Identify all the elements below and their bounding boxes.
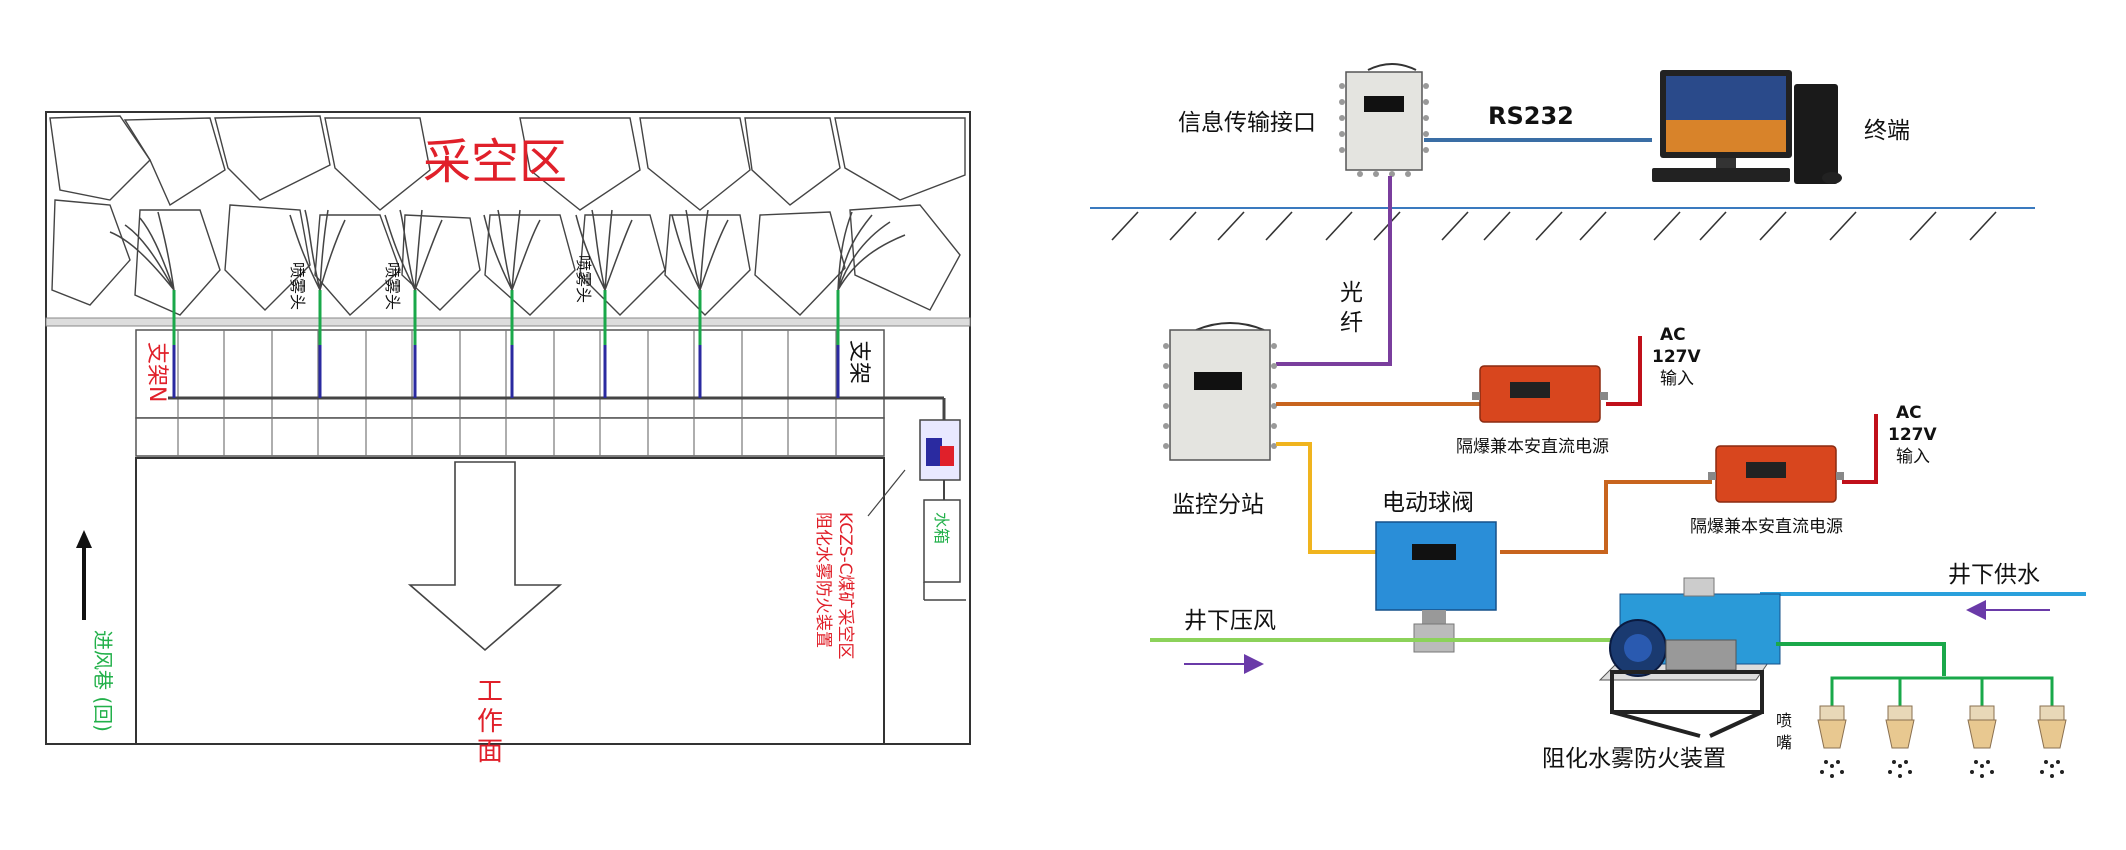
fiber-line: [1276, 176, 1392, 366]
support-base: [135, 417, 885, 457]
monitor-station-label: 监控分站: [1172, 492, 1264, 518]
ground-hatch: [1111, 211, 1997, 241]
spray-nozzle-5: [575, 209, 633, 398]
nozzles: [1817, 705, 2067, 778]
air-label: 井下压风: [1184, 608, 1276, 634]
ac-input-1-line1: AC: [1660, 325, 1686, 345]
device-label-line1: KCZS-C煤矿采空区: [835, 512, 855, 660]
nozzle-label-1: 喷雾头: [288, 262, 307, 310]
nozzle-label-2: 喷雾头: [383, 262, 402, 310]
nozzle-label-line1: 喷: [1776, 711, 1792, 730]
spray-nozzle-7: [836, 211, 906, 398]
terminal-label: 终端: [1864, 118, 1910, 144]
spray-nozzles: [109, 209, 906, 398]
ac-input-1-line3: 输入: [1660, 369, 1694, 389]
nozzle-icon-4: [2037, 705, 2067, 778]
signal-line: [1276, 442, 1376, 554]
rs232-label: RS232: [1488, 102, 1574, 130]
terminal-computer-icon: [1652, 70, 1842, 184]
right-panel: 信息传输接口 RS232 终端 光 纤 监控分站: [1090, 63, 2086, 778]
info-interface-label: 信息传输接口: [1178, 110, 1316, 136]
left-panel: 采空区: [45, 111, 971, 767]
nozzle-labels: 喷雾头 喷雾头 喷雾头: [288, 255, 593, 310]
spray-nozzle-4: [483, 209, 541, 398]
nozzle-icon-3: [1967, 705, 1997, 778]
support-row: [135, 329, 885, 419]
spray-feed-line: [1776, 642, 1946, 676]
support-dividers: [177, 330, 837, 456]
work-face-label: 工作面: [477, 677, 503, 767]
support-label: 支架: [846, 340, 871, 384]
water-tank-label: 水箱: [932, 512, 951, 544]
ac-input-1-line2: 127V: [1652, 347, 1701, 367]
valve-label: 电动球阀: [1382, 490, 1474, 516]
nozzle-label-3: 喷雾头: [574, 255, 593, 303]
monitor-station-box: [1163, 322, 1277, 461]
goaf-title: 采空区: [423, 134, 567, 190]
nozzle-icon-2: [1885, 705, 1915, 778]
info-interface-box: [1339, 63, 1429, 177]
ac-input-2-line1: AC: [1896, 403, 1922, 423]
fire-prevention-device: 水箱 KCZS-C煤矿采空区 阻化水雾防火装置: [813, 419, 966, 660]
ac-input-2-line2: 127V: [1888, 425, 1937, 445]
goaf-boundary: [45, 317, 971, 327]
ac-input-2-line3: 输入: [1896, 447, 1930, 467]
water-label: 井下供水: [1948, 562, 2040, 588]
spray-nozzle-2: [289, 209, 346, 398]
nozzle-label-line2: 嘴: [1776, 733, 1792, 752]
water-tank: [923, 499, 961, 583]
spray-nozzle-3: [384, 209, 443, 398]
fiber-label: 光: [1340, 280, 1363, 306]
power-supply-label-1: 隔爆兼本安直流电源: [1456, 437, 1609, 457]
device-label-line2: 阻化水雾防火装置: [813, 512, 833, 648]
valve-box: [1375, 521, 1497, 653]
work-face-frame: [135, 457, 885, 744]
power-supply-label-2: 隔爆兼本安直流电源: [1690, 517, 1843, 537]
power-supply-box-1: [1472, 365, 1608, 423]
power-line-2: [1500, 480, 1712, 554]
spray-nozzle-6: [671, 209, 729, 398]
spray-nozzle-1: [109, 211, 176, 398]
power-supply-box-2: [1708, 445, 1844, 503]
nozzle-icon-1: [1817, 705, 1847, 778]
work-face-arrow-icon: [407, 461, 563, 652]
ac-line-2: [1842, 414, 1878, 484]
mist-device-label: 阻化水雾防火装置: [1542, 746, 1726, 772]
support-n-label: 支架N: [144, 342, 169, 402]
ac-line-1: [1606, 336, 1642, 406]
fiber-label-2: 纤: [1340, 310, 1363, 336]
goaf-rocks: [49, 115, 966, 316]
airflow-label: 进风巷 (回): [91, 630, 115, 732]
mist-device-machine: [1598, 577, 1781, 738]
